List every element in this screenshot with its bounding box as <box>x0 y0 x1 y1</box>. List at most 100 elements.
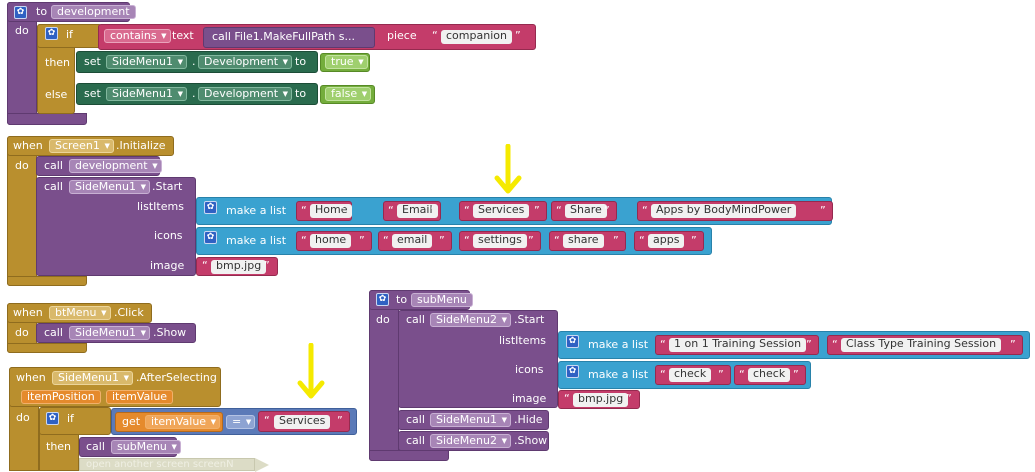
icons-label: icons <box>154 229 183 242</box>
component-dropdown[interactable]: SideMenu1▼ <box>69 180 150 194</box>
list-string-value[interactable]: share <box>563 234 604 248</box>
list-string-value[interactable]: home <box>310 234 352 248</box>
makefullpath-label: call File1.MakeFullPath s... <box>212 30 355 43</box>
gear-icon[interactable]: ✿ <box>566 365 579 378</box>
component-dropdown[interactable]: SideMenu1▼ <box>69 326 150 340</box>
gear-icon[interactable]: ✿ <box>46 412 59 425</box>
quote-close: ” <box>793 368 799 381</box>
list-string-value[interactable]: settings <box>473 234 527 248</box>
btmenu-footer <box>7 343 87 353</box>
quote-open: “ <box>383 234 389 247</box>
set-component-dropdown[interactable]: SideMenu1▼ <box>106 87 187 101</box>
makefullpath-call-block[interactable] <box>203 27 375 48</box>
quote-open: “ <box>554 234 560 247</box>
list-string-value[interactable]: email <box>392 234 433 248</box>
quote-open: “ <box>832 338 838 351</box>
set-component-dropdown[interactable]: SideMenu1▼ <box>106 55 187 69</box>
do-label: do <box>16 411 30 424</box>
gear-icon[interactable]: ✿ <box>45 27 58 40</box>
quote-close: ” <box>264 259 270 272</box>
icons-label: icons <box>515 363 544 376</box>
initialize-label: .Initialize <box>116 139 166 152</box>
quote-open: “ <box>432 29 438 42</box>
proc-name-field[interactable]: subMenu <box>411 293 473 307</box>
quote-open: “ <box>660 368 666 381</box>
quote-open: “ <box>642 204 648 217</box>
make-list-icons-block[interactable] <box>196 227 712 255</box>
button-dropdown[interactable]: btMenu▼ <box>49 306 111 320</box>
make-a-list-label: make a list <box>588 338 649 351</box>
gear-icon[interactable]: ✿ <box>204 231 217 244</box>
quote-close: ” <box>626 392 632 405</box>
listitems-label: listItems <box>499 334 546 347</box>
component-dropdown[interactable]: SideMenu2▼ <box>430 434 511 448</box>
list-string-value[interactable]: Apps by BodyMindPower <box>651 204 797 218</box>
image-string-value[interactable]: bmp.jpg <box>573 393 629 407</box>
proc-name-field[interactable]: development <box>51 5 136 19</box>
list-string-value[interactable]: Share <box>565 204 607 218</box>
gear-icon[interactable]: ✿ <box>14 6 27 19</box>
param-itemvalue[interactable]: itemValue <box>106 390 174 404</box>
image-label: image <box>512 392 547 405</box>
quote-close: ” <box>359 234 365 247</box>
gear-icon[interactable]: ✿ <box>376 293 389 306</box>
screen-dropdown[interactable]: Screen1▼ <box>49 139 114 153</box>
start-label: .Start <box>152 180 183 193</box>
list-string-value[interactable]: apps <box>648 234 685 248</box>
piece-param-label: piece <box>387 29 417 42</box>
then-label: then <box>45 56 71 69</box>
image-string-value[interactable]: bmp.jpg <box>211 260 267 274</box>
list-string-value[interactable]: Class Type Training Session <box>841 338 1002 352</box>
list-string-value[interactable]: Services <box>473 204 530 218</box>
component-dropdown[interactable]: SideMenu1▼ <box>52 371 133 385</box>
component-dropdown[interactable]: SideMenu1▼ <box>430 413 511 427</box>
quote-close: ” <box>1010 338 1016 351</box>
gear-icon[interactable]: ✿ <box>204 201 217 214</box>
show-label: .Show <box>514 434 548 447</box>
compare-string-value[interactable]: Services <box>274 415 331 429</box>
list-string-value[interactable]: check <box>748 368 791 382</box>
list-string-value[interactable]: check <box>669 368 712 382</box>
list-string-value[interactable]: 1 on 1 Training Session <box>669 338 807 352</box>
quote-open: “ <box>264 414 270 427</box>
show-label: .Show <box>153 326 187 339</box>
quote-open: “ <box>464 234 470 247</box>
else-label: else <box>45 88 68 101</box>
call-label: call <box>44 326 63 339</box>
highlight-arrow-icon <box>494 144 522 194</box>
equals-dropdown[interactable]: =▼ <box>226 415 256 429</box>
quote-close: ” <box>820 204 826 217</box>
param-itemposition[interactable]: itemPosition <box>21 390 101 404</box>
component-dropdown[interactable]: SideMenu2▼ <box>430 313 511 327</box>
list-string-value[interactable]: Home <box>310 204 353 218</box>
get-var-dropdown[interactable]: itemValue▼ <box>145 415 221 429</box>
quote-close: ” <box>806 338 812 351</box>
true-dropdown[interactable]: true▼ <box>325 55 368 69</box>
quote-close: ” <box>515 29 521 42</box>
procedure-development-block[interactable] <box>7 2 37 125</box>
call-proc-dropdown[interactable]: subMenu▼ <box>111 440 181 454</box>
contains-dropdown[interactable]: contains▼ <box>104 29 171 43</box>
quote-open: “ <box>660 338 666 351</box>
call-label: call <box>406 413 425 426</box>
call-sidemenu2-start-block[interactable] <box>398 310 558 408</box>
false-dropdown[interactable]: false▼ <box>325 87 372 101</box>
quote-close: ” <box>428 204 434 217</box>
set-label: set <box>84 87 101 100</box>
image-label: image <box>150 259 185 272</box>
set-property-dropdown[interactable]: Development▼ <box>198 87 293 101</box>
click-label: .Click <box>114 306 144 319</box>
if-label: if <box>67 412 74 425</box>
call-proc-dropdown[interactable]: development▼ <box>69 159 162 173</box>
set-property-dropdown[interactable]: Development▼ <box>198 55 293 69</box>
list-string-value[interactable]: Email <box>397 204 438 218</box>
call-label: call <box>406 434 425 447</box>
listitems-label: listItems <box>137 200 184 213</box>
quote-close: ” <box>604 204 610 217</box>
gear-icon[interactable]: ✿ <box>566 335 579 348</box>
quote-close: ” <box>528 234 534 247</box>
when-label: when <box>16 371 46 384</box>
dot-label: . <box>192 87 196 100</box>
piece-string-value[interactable]: companion <box>441 30 512 44</box>
highlight-arrow-icon <box>297 343 325 399</box>
